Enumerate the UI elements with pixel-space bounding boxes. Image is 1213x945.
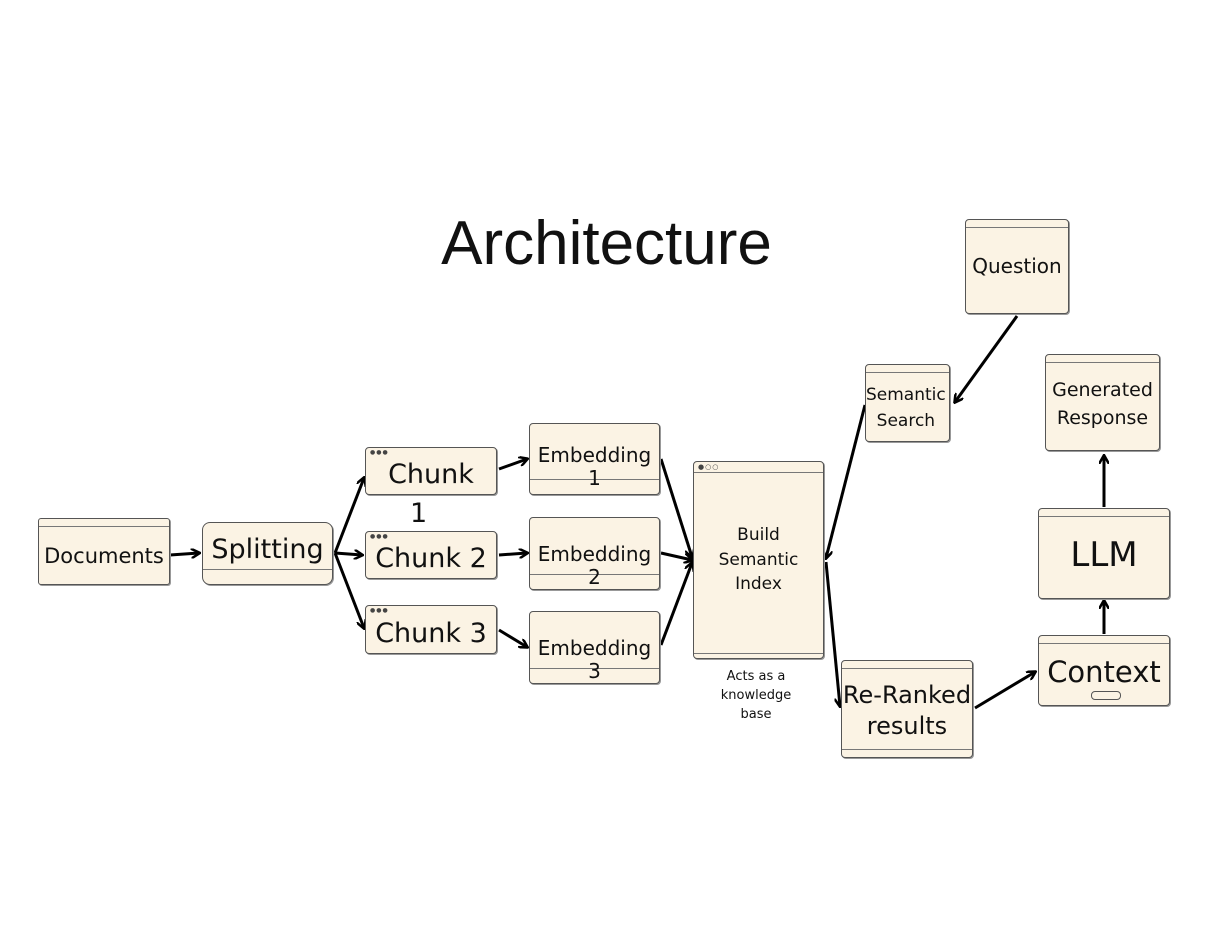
node-label: LLM <box>1070 534 1138 575</box>
node-label: Embedding 1 <box>537 443 652 490</box>
title-bar <box>866 372 949 373</box>
node-label: Embedding 3 <box>537 636 652 683</box>
footer-line <box>694 653 823 654</box>
node-splitting: Splitting <box>202 522 333 585</box>
arrow-splitting-chunk3 <box>333 552 364 628</box>
node-chunk-1: ●●● Chunk <box>365 447 497 495</box>
title-bar <box>966 227 1068 228</box>
diagram-title: Architecture <box>441 209 772 278</box>
device-footer <box>530 479 659 480</box>
device-footer <box>530 574 659 575</box>
window-dots-icon: ●●● <box>370 533 389 540</box>
arrow-embedding1-index <box>659 458 692 557</box>
node-embedding-1: Embedding 1 <box>529 423 660 495</box>
node-label: Embedding 2 <box>537 542 652 589</box>
arrow-splitting-chunk2 <box>334 553 362 555</box>
arrow-search-index <box>826 404 867 558</box>
node-label: Chunk 2 <box>375 543 487 575</box>
window-dots-icon: ●●● <box>370 607 389 614</box>
node-label: Generated Response <box>1052 378 1153 429</box>
arrow-splitting-chunk1 <box>333 478 364 554</box>
node-generated-response: Generated Response <box>1045 354 1160 451</box>
node-reranked-results: Re-Ranked results <box>841 660 973 758</box>
device-footer <box>530 668 659 669</box>
arrow-chunk2-embedding2 <box>498 553 527 555</box>
node-label: Chunk 3 <box>375 617 487 649</box>
node-label: Semantic Search <box>866 384 946 431</box>
node-chunk-2: ●●● Chunk 2 <box>365 531 497 579</box>
index-caption: Acts as a knowledge base <box>720 669 792 722</box>
node-label: Documents <box>44 544 164 569</box>
title-bar <box>1039 643 1169 644</box>
folder-toolbar <box>39 526 169 527</box>
chunk-1-number: 1 <box>410 498 428 529</box>
window-dots-icon: ●●● <box>370 449 389 456</box>
node-embedding-3: Embedding 3 <box>529 611 660 684</box>
arrow-index-reranked <box>824 561 840 706</box>
button-shape <box>1091 691 1121 700</box>
node-label: Question <box>972 254 1062 278</box>
arrow-embedding3-index <box>659 563 692 646</box>
title-bar <box>1039 516 1169 517</box>
node-label: Chunk <box>388 459 474 491</box>
node-label: Build Semantic Index <box>718 525 799 595</box>
node-embedding-2: Embedding 2 <box>529 517 660 590</box>
arrow-documents-splitting <box>169 553 199 555</box>
node-build-semantic-index: ●○○ Build Semantic Index <box>693 461 824 659</box>
node-label: Splitting <box>211 533 324 565</box>
node-label: Context <box>1047 654 1161 689</box>
arrow-question-search <box>955 315 1019 402</box>
node-semantic-search: Semantic Search <box>865 364 950 442</box>
node-llm: LLM <box>1038 508 1170 599</box>
node-documents: Documents <box>38 518 170 585</box>
arrow-chunk3-embedding3 <box>498 628 527 647</box>
node-question: Question <box>965 219 1069 314</box>
title-bar <box>694 472 823 473</box>
scrollbar <box>842 749 972 750</box>
arrow-chunk1-embedding1 <box>498 459 527 471</box>
arrow-reranked-context <box>974 672 1035 710</box>
node-label: Re-Ranked results <box>842 680 972 740</box>
node-chunk-3: ●●● Chunk 3 <box>365 605 497 654</box>
window-dots-icon: ●○○ <box>698 463 720 471</box>
divider <box>203 569 332 570</box>
title-bar <box>842 668 972 669</box>
node-context: Context <box>1038 635 1170 706</box>
arrow-embedding2-index <box>660 551 692 560</box>
browser-toolbar <box>1046 362 1159 363</box>
